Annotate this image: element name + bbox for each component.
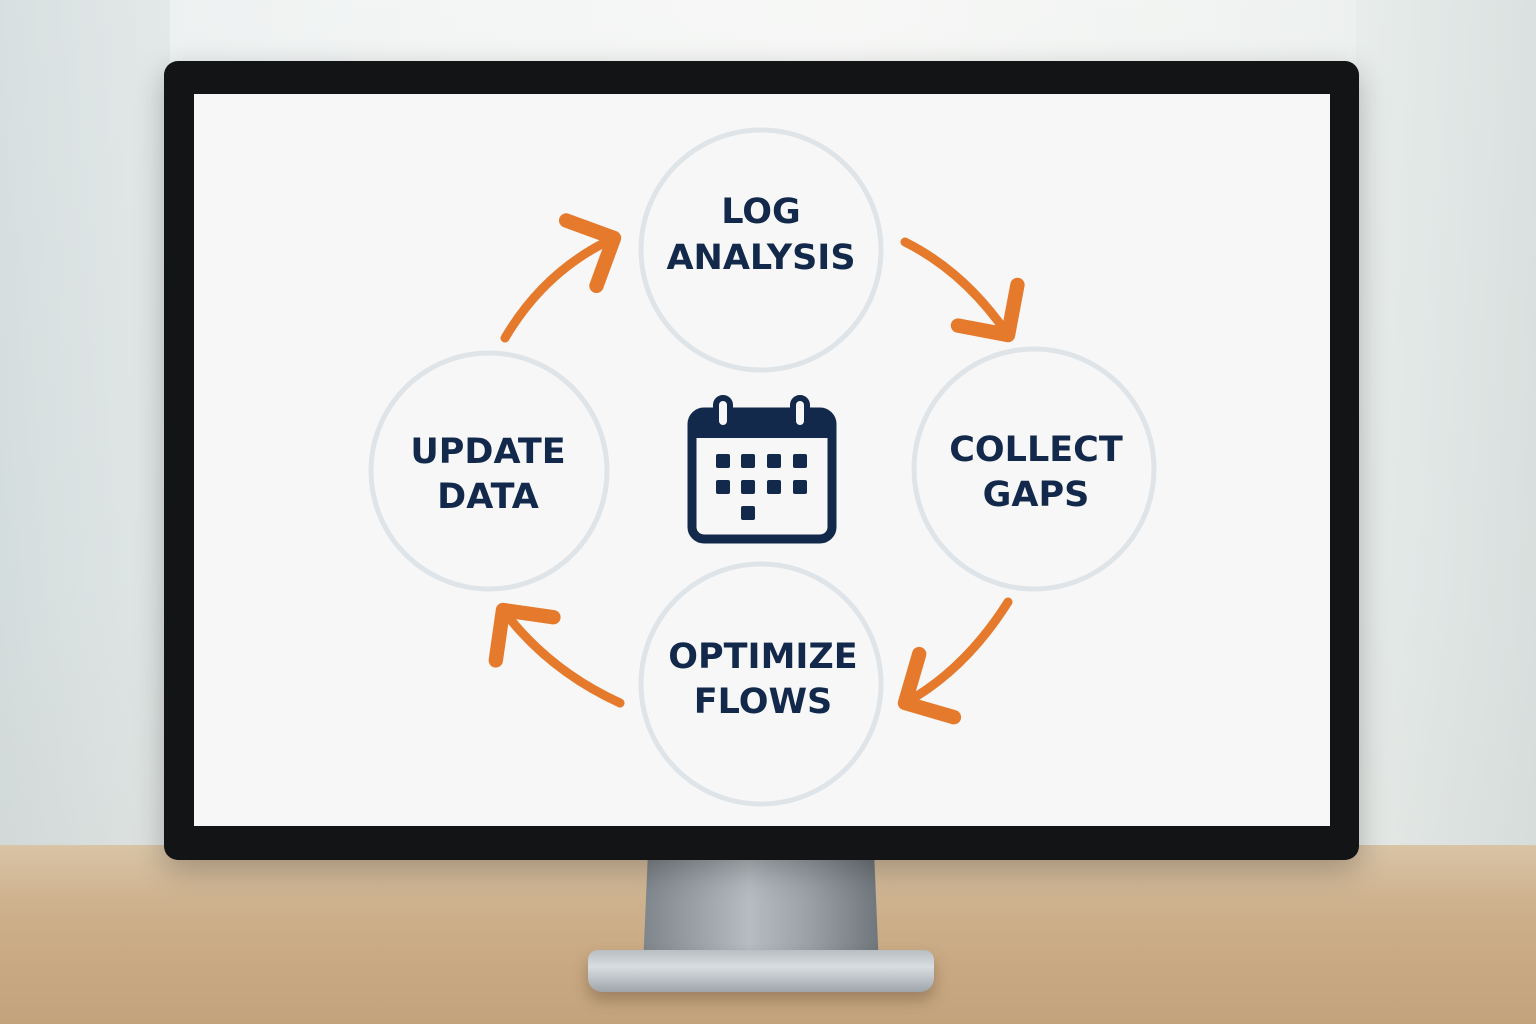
arrow-update-to-log xyxy=(500,213,622,343)
node-label-optimize-flows-line2: FLOWS xyxy=(694,682,833,722)
node-label-collect-gaps-line1: COLLECT xyxy=(949,430,1123,470)
arrow-collect-to-optimize xyxy=(897,597,1013,725)
arrow-optimize-to-update xyxy=(488,602,625,708)
background-shelf-left xyxy=(0,0,170,845)
node-label-collect-gaps-line2: GAPS xyxy=(983,475,1090,515)
node-label-update-data-line1: UPDATE xyxy=(410,432,565,472)
node-label-optimize-flows-line1: OPTIMIZE xyxy=(668,637,857,677)
node-circle-log-analysis xyxy=(638,127,884,373)
node-circle-optimize-flows xyxy=(638,561,884,807)
node-circle-update-data xyxy=(368,350,610,592)
background-shelf-right xyxy=(1356,0,1536,845)
monitor-stand-base xyxy=(588,950,934,992)
node-label-log-analysis-line1: LOG xyxy=(721,192,801,232)
node-label-log-analysis-line2: ANALYSIS xyxy=(666,238,855,278)
node-label-update-data-line2: DATA xyxy=(437,477,539,517)
monitor-stand-neck xyxy=(643,858,879,968)
arrow-log-to-collect xyxy=(900,237,1025,343)
calendar-icon xyxy=(687,395,837,544)
node-circle-collect-gaps xyxy=(911,346,1157,592)
